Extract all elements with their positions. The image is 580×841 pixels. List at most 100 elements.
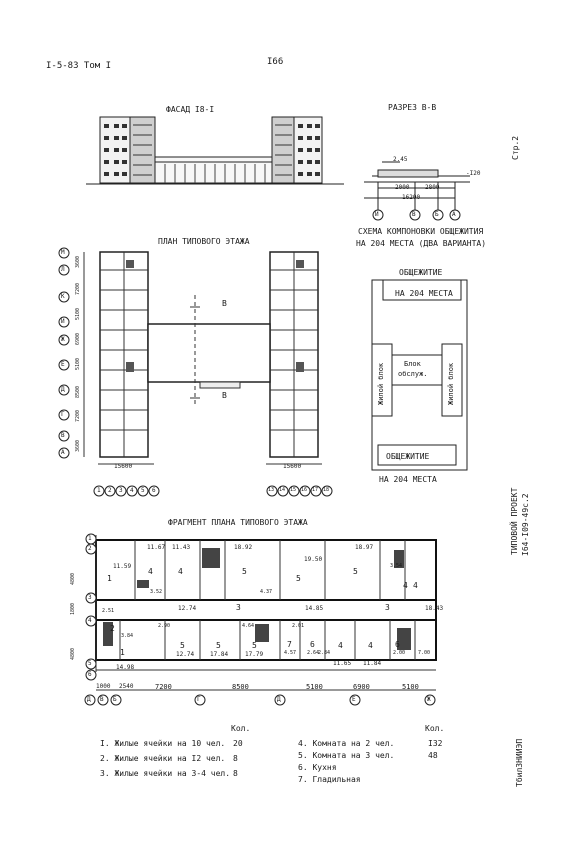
area-label: 7.00	[418, 650, 431, 656]
frag-axis-bottom-7: Ж	[427, 696, 431, 703]
plan-axis-left-1: М	[61, 249, 65, 256]
facade-title: ФАСАД I8-I	[166, 105, 215, 114]
area-label: 17.84	[210, 651, 229, 658]
legend-item-1: I. Жилые ячейки на 10 чел.	[100, 739, 226, 748]
plan-dim-left-4: 6900	[75, 332, 81, 345]
plan-axis-left-5: Ж	[61, 336, 65, 343]
area-label: 18.92	[234, 544, 253, 551]
area-label: 2.64	[307, 650, 320, 656]
project-label-1: ТИПОВОЙ ПРОЕКТ	[510, 487, 519, 555]
legend-col-header-right: Кол.	[425, 724, 445, 733]
legend-col-header-left: Кол.	[231, 724, 251, 733]
room-number: 5	[296, 574, 301, 583]
typical-plan-title: ПЛАН ТИПОВОГО ЭТАЖА	[158, 237, 250, 246]
plan-dim-left-2: 7200	[75, 282, 81, 295]
room-number: 4	[368, 641, 373, 650]
frag-axis-left-3: 3	[88, 594, 92, 601]
room-number: 4	[178, 567, 183, 576]
frag-axis-left-4: 4	[88, 617, 92, 624]
plan-dim-left-7: 7200	[75, 409, 81, 422]
legend-count-2: 8	[233, 754, 238, 763]
scheme-top-label-1: ОБЩЕЖИТИЕ	[399, 268, 443, 277]
organization-label: ТбилЗНИИЭП	[515, 738, 524, 787]
scheme-title-1: СХЕМА КОМПОНОВКИ ОБЩЕЖИТИЯ	[358, 227, 484, 236]
legend-item-7: 7. Гладильная	[298, 775, 361, 784]
scheme-block-left: Жилой блок	[377, 362, 385, 405]
room-number: 2	[110, 624, 115, 633]
room-number: 4	[403, 581, 408, 590]
room-number: 4	[413, 581, 418, 590]
room-number: 1	[120, 648, 125, 657]
plan-section-mark-top: В	[222, 299, 227, 308]
room-number: 3	[385, 603, 390, 612]
frag-dim-bottom-7: 5100	[402, 683, 419, 691]
frag-dim-left-3: 4800	[70, 647, 76, 660]
area-label: 3.52	[150, 589, 163, 595]
scheme-block-right: Жилой блок	[447, 362, 455, 405]
room-number: 5	[180, 641, 185, 650]
area-label: 18.97	[355, 544, 374, 551]
section-title: РАЗРЕЗ В-В	[388, 103, 437, 112]
legend-count-1: 20	[233, 739, 243, 748]
area-label: 18.43	[425, 605, 444, 612]
frag-dim-bottom-3: 7200	[155, 683, 172, 691]
area-label: 11.65	[333, 660, 352, 667]
plan-dim-left-8: 3600	[75, 439, 81, 452]
section-axis-3: Б	[435, 211, 439, 218]
fragment-title: ФРАГМЕНТ ПЛАНА ТИПОВОГО ЭТАЖА	[168, 518, 308, 527]
area-label: 19.50	[304, 556, 323, 563]
legend-count-3: 8	[233, 769, 238, 778]
area-label: 17.79	[245, 651, 264, 658]
frag-dim-bottom-1: 1000	[96, 683, 111, 690]
plan-axis-bottom-14: 14	[279, 487, 286, 493]
room-number: 6	[310, 640, 315, 649]
frag-axis-bottom-6: Е	[352, 696, 356, 703]
area-label: 11.43	[172, 544, 191, 551]
legend-item-4: 4. Комната на 2 чел.	[298, 739, 395, 748]
plan-axis-bottom-18: 18	[323, 487, 330, 493]
scheme-top-label-2: НА 204 МЕСТА	[395, 289, 453, 298]
scheme-bottom-label-2: НА 204 МЕСТА	[379, 475, 437, 484]
area-label: 4.37	[260, 589, 273, 595]
plan-axis-left-9: В	[61, 432, 65, 439]
frag-axis-bottom-3: Б	[113, 696, 117, 703]
frag-axis-bottom-4: Г	[197, 696, 201, 703]
plan-axis-left-8: Г	[61, 411, 65, 418]
plan-dim-bottom-left: 15600	[114, 463, 133, 470]
section-axis-2: В	[412, 211, 416, 218]
area-label: 12.74	[176, 651, 195, 658]
frag-dim-bottom-5: 5100	[306, 683, 323, 691]
plan-axis-left-10: А	[61, 449, 65, 456]
area-label: 11.59	[113, 563, 132, 570]
plan-axis-bottom-2: 2	[108, 487, 112, 494]
scheme-bottom-label-1: ОБЩЕЖИТИЕ	[386, 452, 430, 461]
area-label: 2.51	[102, 608, 115, 614]
frag-axis-bottom-1: Д	[87, 696, 91, 703]
plan-axis-bottom-5: 5	[141, 487, 145, 494]
plan-dim-left-1: 3600	[75, 255, 81, 268]
plan-dim-left-5: 5100	[75, 357, 81, 370]
room-number: 3	[236, 603, 241, 612]
scheme-service-2: обслуж.	[398, 370, 428, 378]
room-number: 5	[242, 567, 247, 576]
legend-item-5: 5. Комната на 3 чел.	[298, 751, 395, 760]
area-label: 3.54	[390, 563, 403, 569]
frag-dim-bottom-2: 2540	[119, 683, 134, 690]
plan-axis-bottom-13: 13	[268, 487, 275, 493]
section-total: 16200	[402, 194, 421, 201]
section-dim-1: 2000	[395, 184, 410, 191]
room-number: 4	[338, 641, 343, 650]
plan-dim-left-6: 8500	[75, 385, 81, 398]
frag-dim-bottom-6: 6900	[353, 683, 370, 691]
plan-axis-bottom-16: 16	[301, 487, 308, 493]
area-label: 12.74	[178, 605, 197, 612]
room-number: 5	[216, 641, 221, 650]
area-label: 2.00	[393, 650, 406, 656]
plan-axis-left-4: И	[61, 318, 65, 325]
area-label: 11.84	[363, 660, 382, 667]
room-number: 4	[148, 567, 153, 576]
legend-count-5: 48	[428, 751, 438, 760]
